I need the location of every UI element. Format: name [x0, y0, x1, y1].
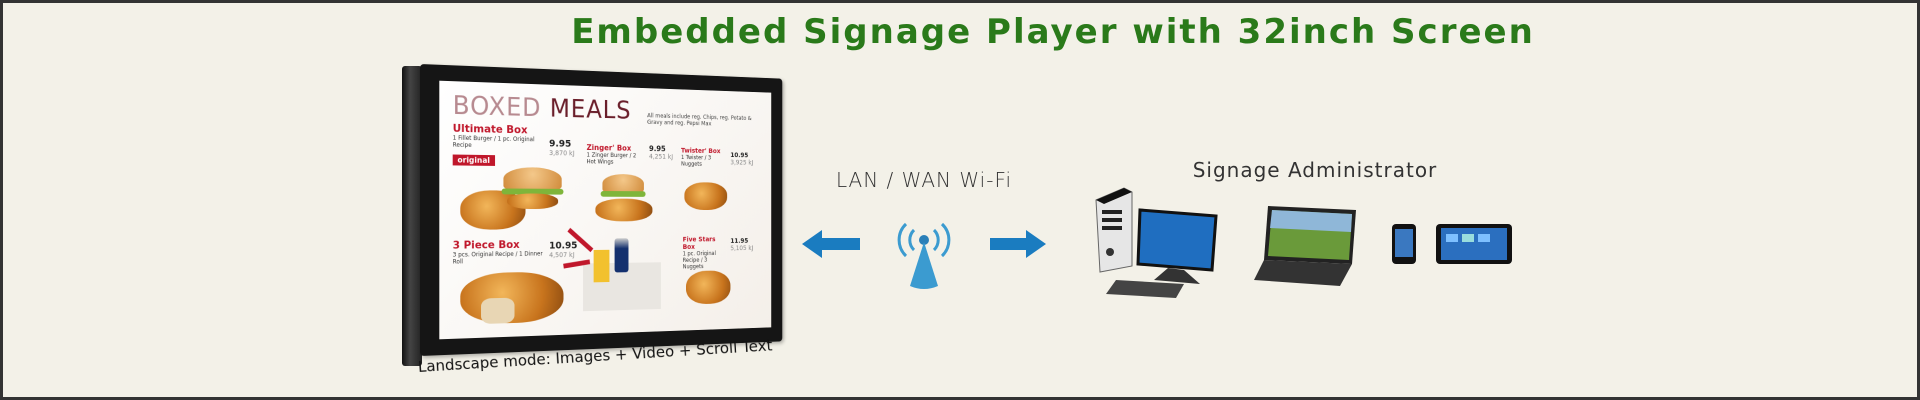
signage-monitor: BOXED MEALS All meals include reg. Chips… [420, 64, 783, 356]
desktop-pc-icon [1095, 187, 1218, 298]
lettuce [600, 191, 646, 197]
menu-note: All meals include reg. Chips, reg. Potat… [647, 112, 752, 128]
arrow-left-icon [802, 230, 860, 258]
chicken-image [595, 198, 653, 222]
fries-image [593, 249, 610, 283]
pepsi-can-image [614, 238, 629, 273]
smartphone-icon [1392, 224, 1416, 264]
monitor-side-view [402, 66, 422, 366]
admin-label: Signage Administrator [1192, 158, 1438, 182]
patty-image [507, 193, 559, 210]
tablet-icon [1436, 224, 1512, 264]
burger-image [503, 167, 562, 191]
wifi-antenna-icon [897, 222, 951, 289]
menu-screen: BOXED MEALS All meals include reg. Chips… [439, 80, 772, 340]
nuggets-image [686, 270, 731, 305]
menu-title: BOXED MEALS [452, 91, 632, 126]
network-label: LAN / WAN Wi-Fi [835, 168, 1013, 192]
arrow-right-icon [990, 230, 1046, 258]
twister-image [684, 182, 728, 210]
original-badge: original [452, 154, 495, 166]
laptop-icon [1254, 206, 1356, 286]
dinner-roll-image [481, 297, 515, 325]
page-title: Embedded Signage Player with 32inch Scre… [571, 12, 1535, 52]
